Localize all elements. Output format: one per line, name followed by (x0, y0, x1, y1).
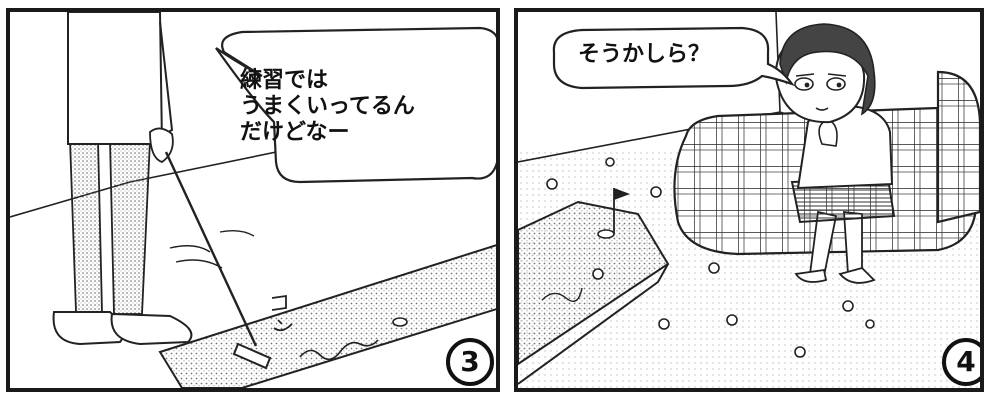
right-leg (109, 139, 151, 315)
left-leg (69, 139, 103, 313)
putting-mat (518, 200, 670, 366)
speech-line-2: うまくいってるん (240, 93, 415, 119)
right-slipper (110, 312, 193, 346)
panel-3-illustration (10, 12, 496, 388)
woman-eye-left (794, 77, 814, 91)
speech-bubble-4-text: そうかしら？ (578, 42, 711, 67)
putter-head (232, 342, 272, 370)
scattered-golf-balls (546, 157, 875, 358)
comic-panel-4: そうかしら？ 4 (514, 8, 984, 392)
woman-mouth (815, 107, 829, 111)
panel-4-illustration (518, 12, 980, 388)
woman-hands (818, 119, 838, 147)
sofa-back (936, 70, 980, 224)
woman-hair (779, 23, 876, 116)
speech-bubble-3-text: 練習では うまくいってるん だけどなー (240, 68, 415, 146)
speech-bubble-4 (552, 26, 795, 90)
mat-hole (597, 229, 615, 239)
ball-trail (299, 339, 379, 361)
speech-bubble-3 (215, 26, 496, 184)
panel-number-4: 4 (942, 338, 980, 386)
woman-leg-right (843, 210, 863, 275)
comic-panel-3: 練習では うまくいってるん だけどなー 3 (6, 8, 500, 392)
sound-effect-kon (271, 294, 293, 332)
shirt (67, 12, 164, 145)
speech-line-1: 練習では (240, 68, 329, 93)
flag (614, 188, 630, 200)
panel-number-3: 3 (446, 338, 494, 386)
speech-line-3: だけどなー (240, 119, 350, 145)
woman-eye-right (826, 77, 846, 91)
putter-shaft (164, 151, 258, 347)
ball-on-mat (592, 268, 604, 280)
mat-hole (392, 317, 408, 327)
